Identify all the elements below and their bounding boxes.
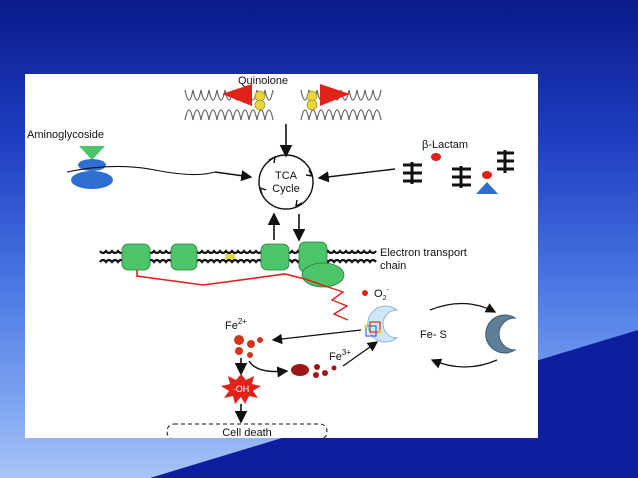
tca-cycle-arrowhead xyxy=(305,169,314,177)
fe3-particle xyxy=(322,370,328,376)
fe-s-cluster-region: Fe- S xyxy=(364,302,517,369)
topoisomerase-subunit xyxy=(306,90,318,102)
fe2-label: Fe2+ xyxy=(225,317,247,332)
superoxide-label: O2- xyxy=(374,287,389,302)
ferric-iron: Fe3+ xyxy=(291,348,351,378)
tca-cycle: TCA Cycle xyxy=(258,154,314,210)
fe2-particle xyxy=(234,335,244,345)
etc-quinone xyxy=(225,254,235,259)
arrow-fes-to-fe2 xyxy=(271,329,362,345)
fe3-particle xyxy=(314,364,320,370)
superoxide-zigzag xyxy=(327,286,349,321)
fe2-particle xyxy=(247,340,255,348)
aminoglycoside-label: Aminoglycoside xyxy=(27,129,104,141)
ferrous-iron: Fe2+ xyxy=(225,317,263,358)
arrow-fe3-to-fes xyxy=(342,341,379,367)
iron-sulfur-cluster-icon xyxy=(364,321,382,337)
electron-leak-path xyxy=(136,270,329,288)
fe3-particle xyxy=(313,372,319,378)
arrow-fes-lower xyxy=(430,358,498,369)
hydroxyl-label: ·OH xyxy=(233,384,250,394)
topoisomerase-subunit xyxy=(306,99,318,111)
tca-cycle-arrowhead xyxy=(268,155,276,164)
etc-label-line1: Electron transport xyxy=(380,247,467,259)
cell-death-outcome: Cell death xyxy=(166,423,328,438)
hydroxyl-radical: ·OH xyxy=(221,374,261,404)
beta-lactam-cell-wall: β-Lactam xyxy=(403,139,514,194)
beta-lactam-molecule xyxy=(431,153,441,161)
fe2-particle xyxy=(235,347,243,355)
ribosome-small-subunit xyxy=(78,159,106,171)
etc-complex-2 xyxy=(170,243,198,271)
quinolone-dna-complex: Quinolone xyxy=(184,75,382,121)
mrna-strand xyxy=(66,165,216,176)
fes-protein-intact xyxy=(367,305,399,343)
beta-lactam-molecule xyxy=(482,171,492,179)
mechanism-diagram: Quinolone TCA Cycle Aminoglycoside β-Lac… xyxy=(25,74,538,438)
hydroxyl-starburst xyxy=(221,374,261,404)
arrow-aminoglycoside-to-tca xyxy=(214,170,253,182)
quinolone-wedge-left xyxy=(222,84,252,106)
fe3-particle xyxy=(331,365,337,371)
tca-cycle-ring xyxy=(258,154,314,210)
tca-label-line1: TCA xyxy=(275,170,298,182)
cell-death-label: Cell death xyxy=(222,427,272,438)
tca-cycle-arrowhead xyxy=(295,199,303,208)
electron-transport-chain: Electron transport chain xyxy=(99,241,467,288)
aminoglycoside-triangle xyxy=(79,146,105,160)
fe3-particle xyxy=(291,364,309,376)
fe2-particle xyxy=(247,352,253,358)
tca-cycle-arrowhead xyxy=(258,186,267,195)
arrow-fes-upper xyxy=(429,302,497,313)
fes-protein-damaged xyxy=(485,314,517,354)
fe3-label: Fe3+ xyxy=(329,348,351,363)
fe2-particle xyxy=(257,337,263,343)
peptidoglycan-strands xyxy=(403,150,514,188)
cell-death-outline xyxy=(166,423,328,438)
etc-complex-1 xyxy=(121,243,151,271)
quinolone-wedge-right xyxy=(320,84,350,106)
etc-complex-3 xyxy=(260,243,290,271)
etc-complex-4-domain xyxy=(301,262,345,288)
arrow-beta-lactam-to-tca xyxy=(317,168,396,183)
topoisomerase-subunit xyxy=(254,90,266,102)
tca-label-line2: Cycle xyxy=(272,183,300,195)
beta-lactam-label: β-Lactam xyxy=(422,139,468,151)
topoisomerase-subunit xyxy=(254,99,266,111)
penicillin-binding-protein xyxy=(476,182,498,194)
superoxide-dot xyxy=(362,290,368,296)
etc-label-line2: chain xyxy=(380,260,406,272)
fes-label: Fe- S xyxy=(420,329,447,341)
aminoglycoside-ribosome: Aminoglycoside xyxy=(27,129,216,189)
ribosome-large-subunit xyxy=(71,171,113,189)
quinolone-label: Quinolone xyxy=(238,75,288,87)
arrow-fe2-to-fe3 xyxy=(248,360,289,378)
